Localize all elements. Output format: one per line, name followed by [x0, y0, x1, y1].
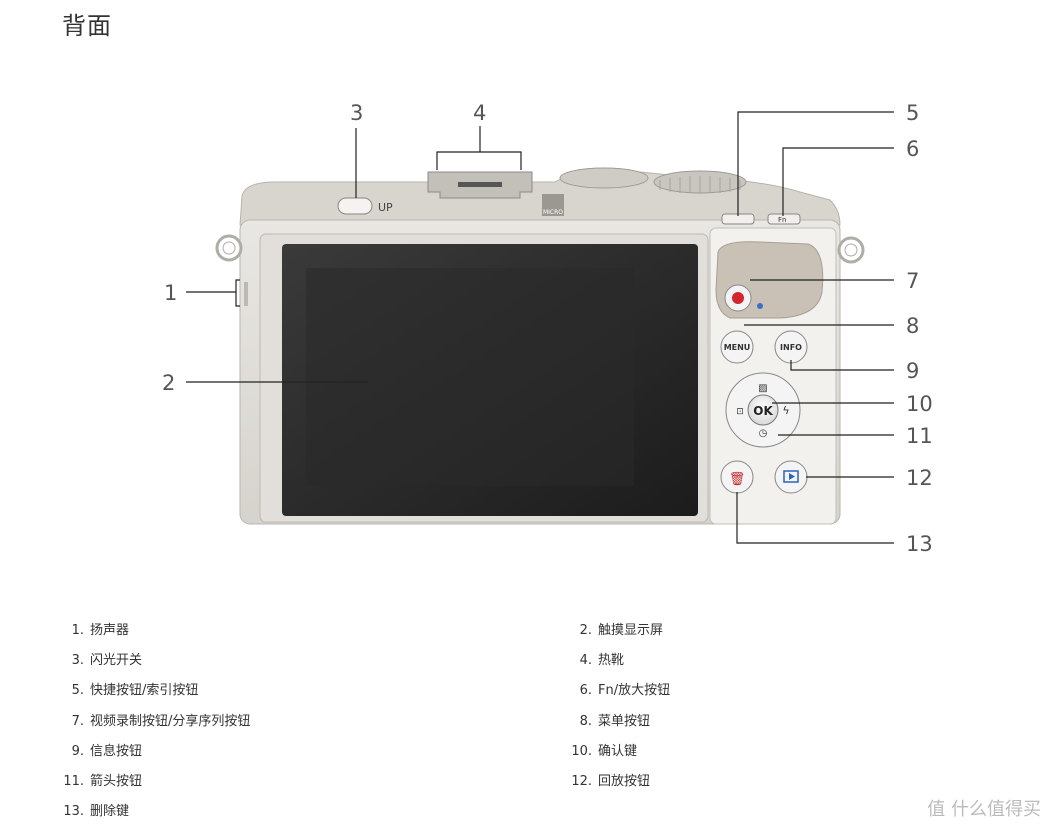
callout-11: 11 [906, 424, 933, 448]
legend-label: 信息按钮 [90, 744, 143, 759]
legend-number: 7. [71, 714, 84, 729]
legend-item-8: 8. 菜单按钮 [568, 710, 650, 729]
svg-text:ϟ: ϟ [782, 404, 789, 417]
legend-number: 1. [71, 623, 84, 638]
callout-13: 13 [906, 532, 933, 556]
callout-8: 8 [906, 314, 919, 338]
callout-10: 10 [906, 392, 933, 416]
callout-5: 5 [906, 101, 919, 125]
callout-4: 4 [473, 101, 486, 125]
legend-item-9: 9. 信息按钮 [60, 740, 142, 759]
legend-number: 8. [579, 714, 592, 729]
legend-item-5: 5. 快捷按钮/索引按钮 [60, 679, 199, 698]
legend-item-11: 11. 箭头按钮 [60, 770, 142, 789]
ok-button [747, 394, 779, 426]
callout-6: 6 [906, 137, 919, 161]
legend-number: 3. [71, 653, 84, 668]
legend-label: 视频录制按钮/分享序列按钮 [90, 714, 251, 729]
callout-7: 7 [906, 269, 919, 293]
callout-9: 9 [906, 359, 919, 383]
menu-marking: MENU [724, 343, 751, 352]
legend-item-13: 13. 删除键 [60, 800, 129, 819]
legend-number: 4. [579, 653, 592, 668]
speaker [244, 282, 248, 306]
info-marking: INFO [780, 343, 802, 352]
legend-number: 13. [63, 804, 84, 819]
ok-marking: OK [753, 404, 773, 418]
legend-label: 闪光开关 [90, 653, 143, 668]
legend-label: 确认键 [598, 744, 638, 759]
callout-3: 3 [350, 101, 363, 125]
svg-text:▨: ▨ [758, 383, 767, 394]
legend-item-12: 12. 回放按钮 [568, 770, 650, 789]
legend-label: 删除键 [90, 804, 130, 819]
mode-dial [559, 167, 649, 189]
legend-number: 2. [579, 623, 592, 638]
legend-item-3: 3. 闪光开关 [60, 649, 142, 668]
camera-back-diagram: UP MICRO Fn MENU INFO OK ▨ ϟ ⊡ ◷ 🗑 [162, 101, 933, 556]
legend-item-10: 10. 确认键 [568, 740, 637, 759]
menu-button [720, 330, 754, 364]
legend-item-7: 7. 视频录制按钮/分享序列按钮 [60, 710, 251, 729]
svg-text:⊡: ⊡ [736, 407, 744, 417]
legend-item-4: 4. 热靴 [568, 649, 624, 668]
legend-label: 快捷按钮/索引按钮 [90, 683, 199, 698]
legend-item-1: 1. 扬声器 [60, 619, 129, 638]
legend-number: 11. [63, 774, 84, 789]
legend-item-2: 2. 触摸显示屏 [568, 619, 663, 638]
callout-2: 2 [162, 371, 175, 395]
watermark: 值 什么值得买 [927, 799, 1041, 820]
legend-number: 9. [71, 744, 84, 759]
legend-label: 热靴 [598, 653, 625, 668]
page-title: 背面 [62, 12, 112, 40]
svg-text:◷: ◷ [759, 428, 768, 439]
legend-label: Fn/放大按钮 [598, 683, 671, 698]
micro-badge-text: MICRO [543, 209, 563, 216]
legend-number: 6. [579, 683, 592, 698]
fn-marking: Fn [778, 216, 786, 224]
legend-label: 触摸显示屏 [598, 623, 664, 638]
legend-label: 箭头按钮 [90, 774, 143, 789]
legend-item-6: 6. Fn/放大按钮 [568, 679, 671, 698]
legend-number: 10. [571, 744, 592, 759]
micro-badge [542, 194, 564, 216]
flash-up-marking: UP [378, 201, 393, 214]
flash-switch [337, 197, 373, 215]
legend-label: 回放按钮 [598, 774, 651, 789]
fn-button [767, 213, 801, 225]
legend-label: 扬声器 [90, 623, 130, 638]
legend-number: 12. [571, 774, 592, 789]
legend-label: 菜单按钮 [598, 714, 651, 729]
legend-number: 5. [71, 683, 84, 698]
callout-12: 12 [906, 466, 933, 490]
svg-text:🗑: 🗑 [729, 471, 746, 487]
callout-1: 1 [164, 281, 177, 305]
